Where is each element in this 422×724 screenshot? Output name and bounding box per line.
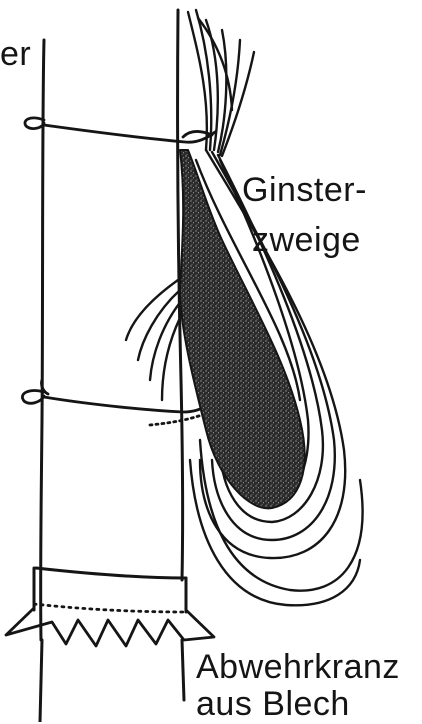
label-ginster-line2: zweige xyxy=(252,220,361,260)
pole xyxy=(41,10,183,640)
pole-stub xyxy=(40,640,184,722)
label-abwehr-line1: Abwehrkranz xyxy=(196,647,400,687)
label-ginster-line1: Ginster- xyxy=(242,170,367,210)
ginster-twigs-top xyxy=(188,10,254,156)
label-cut-off-text: er xyxy=(0,34,31,74)
label-abwehr-line2: aus Blech xyxy=(196,684,350,724)
top-binding-wire xyxy=(25,118,215,142)
